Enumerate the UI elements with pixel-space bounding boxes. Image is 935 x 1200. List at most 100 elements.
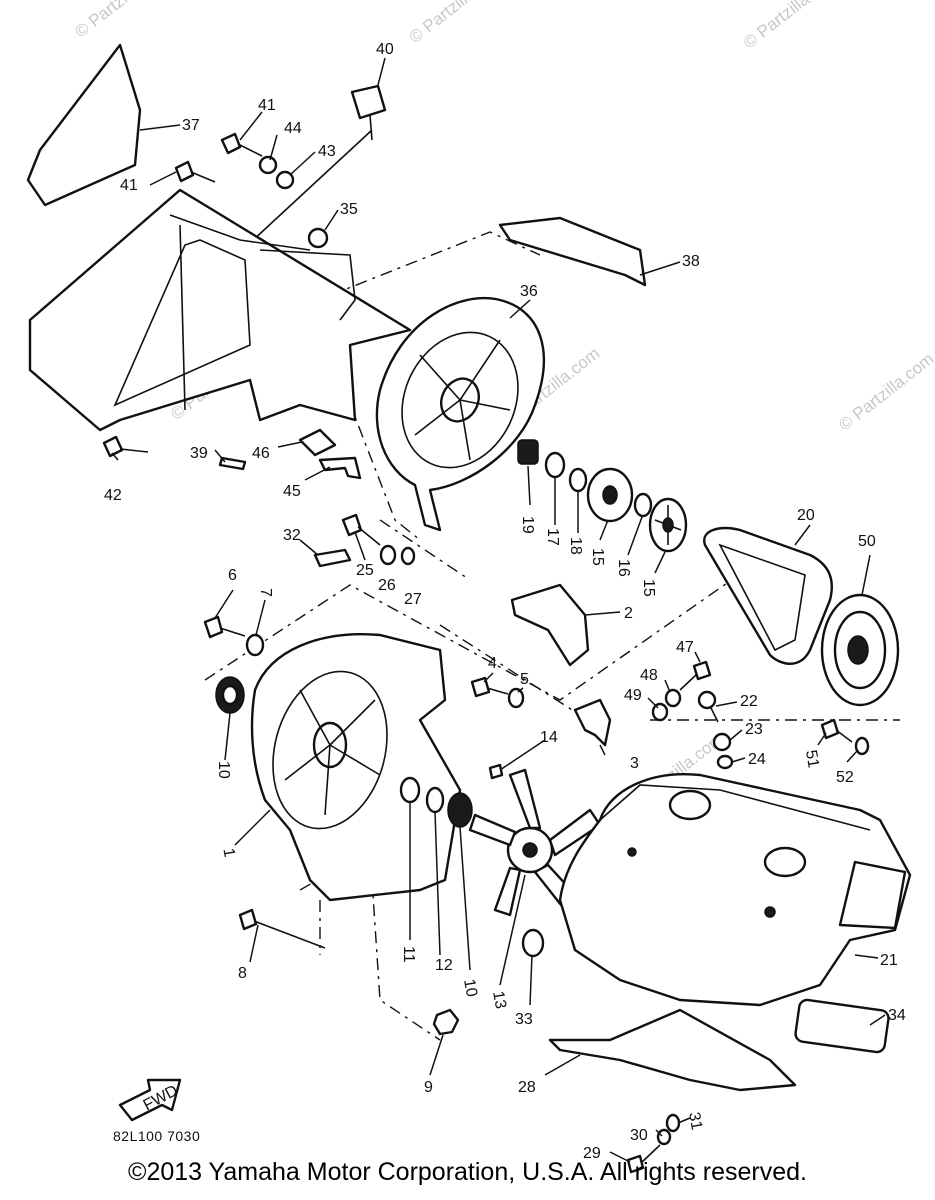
callouts: 40 41 44 43 37 41 35 38 36 42 39 46 45 1… — [104, 41, 906, 1162]
part-15-pulley-half-2 — [648, 497, 688, 553]
part-29-bolt — [626, 1144, 661, 1174]
callout-41-b: 41 — [120, 177, 138, 194]
callout-34: 34 — [888, 1007, 906, 1024]
callout-28: 28 — [518, 1079, 536, 1096]
callout-45: 45 — [283, 483, 301, 500]
part-31-washer — [665, 1113, 681, 1133]
part-8-bolt — [238, 908, 326, 949]
part-47-bolt — [679, 660, 712, 691]
part-38-cover — [498, 216, 647, 287]
callout-2: 2 — [624, 605, 633, 622]
part-10-bearing-inner — [221, 684, 239, 706]
part-16-spacer — [633, 492, 653, 518]
copyright-notice: ©2013 Yamaha Motor Corporation, U.S.A. A… — [128, 1158, 807, 1186]
callout-17: 17 — [544, 528, 561, 546]
part-20-belt — [703, 526, 833, 665]
callout-33: 33 — [515, 1011, 533, 1028]
part-13-fan — [468, 768, 602, 917]
callout-11: 11 — [400, 946, 417, 963]
part-9-nut — [432, 1008, 460, 1036]
watermark: © Partzilla.com — [72, 0, 174, 42]
callout-18: 18 — [567, 537, 584, 555]
callout-20: 20 — [797, 507, 815, 524]
part-36-shroud — [375, 296, 545, 532]
callout-24: 24 — [748, 751, 766, 768]
part-22-screw — [697, 690, 719, 723]
part-10-bearing-2 — [447, 792, 473, 828]
part-41-bolt-lower — [174, 160, 216, 183]
callout-43: 43 — [318, 143, 336, 160]
part-2-guide — [510, 583, 590, 667]
part-12-washer — [425, 786, 445, 814]
callout-42: 42 — [104, 487, 122, 504]
part-41-bolt — [220, 132, 263, 157]
callout-30: 30 — [630, 1127, 648, 1144]
part-6-bolt — [203, 615, 246, 639]
callout-3: 3 — [630, 755, 639, 772]
part-18-washer — [568, 467, 588, 493]
watermark: © Partzilla.com — [740, 0, 842, 52]
callout-36: 36 — [520, 283, 538, 300]
part-24-washer — [716, 754, 734, 770]
callout-51: 51 — [802, 749, 822, 770]
callout-47: 47 — [676, 639, 694, 656]
callout-7: 7 — [257, 588, 274, 597]
part-30-washer — [656, 1128, 672, 1146]
callout-4: 4 — [488, 655, 497, 672]
callout-35: 35 — [340, 201, 358, 218]
part-17-washer — [544, 451, 566, 479]
part-27-washer — [400, 546, 416, 566]
callout-26: 26 — [378, 577, 396, 594]
callout-1: 1 — [219, 847, 237, 859]
part-37-panel — [26, 43, 142, 207]
callout-39: 39 — [190, 445, 208, 462]
callout-25: 25 — [356, 562, 374, 579]
part-48-washer — [664, 688, 682, 708]
callout-46: 46 — [252, 445, 270, 462]
callout-29: 29 — [583, 1145, 601, 1162]
part-21-belt-cover — [558, 773, 912, 1007]
part-1-fan-housing — [250, 633, 462, 902]
part-14-key — [488, 763, 504, 780]
callout-49: 49 — [624, 687, 642, 704]
part-15-pulley-half — [586, 467, 634, 523]
part-28-skid — [548, 1008, 797, 1092]
part-46-bracket — [298, 428, 337, 457]
callout-31: 31 — [685, 1111, 705, 1132]
callout-48: 48 — [640, 667, 658, 684]
callout-9: 9 — [424, 1079, 433, 1096]
part-45-clip — [318, 456, 362, 480]
leader-lines — [111, 57, 886, 1163]
callout-16: 16 — [615, 559, 632, 577]
callout-52: 52 — [836, 769, 854, 786]
part-19-collar — [517, 439, 539, 465]
part-32-plate — [313, 548, 352, 568]
callout-44: 44 — [284, 120, 302, 137]
callout-10: 10 — [215, 761, 232, 779]
callout-8: 8 — [238, 965, 247, 982]
callout-14: 14 — [540, 729, 558, 746]
drawing-code: 82L100 7030 — [113, 1128, 201, 1144]
part-43-washer — [275, 170, 295, 190]
callout-27: 27 — [404, 591, 422, 608]
part-23-nut — [712, 732, 732, 752]
callout-15: 15 — [589, 548, 606, 566]
callout-6: 6 — [228, 567, 237, 584]
part-26-washer — [379, 544, 397, 566]
part-50-pulley — [820, 593, 900, 707]
callout-37: 37 — [182, 117, 200, 134]
part-7-washer — [245, 633, 265, 657]
callout-5: 5 — [520, 671, 529, 688]
fwd-arrow-icon: FWD — [118, 1078, 182, 1122]
callout-19: 19 — [519, 516, 536, 534]
callout-10-b: 10 — [460, 978, 480, 999]
part-42-bolt — [102, 435, 149, 458]
part-39-pin — [218, 456, 247, 471]
callout-32: 32 — [283, 527, 301, 544]
part-33-washer — [521, 928, 545, 958]
part-5-washer — [507, 687, 525, 709]
callout-40: 40 — [376, 41, 394, 58]
part-52-washer — [854, 736, 870, 756]
callout-41: 41 — [258, 97, 276, 114]
